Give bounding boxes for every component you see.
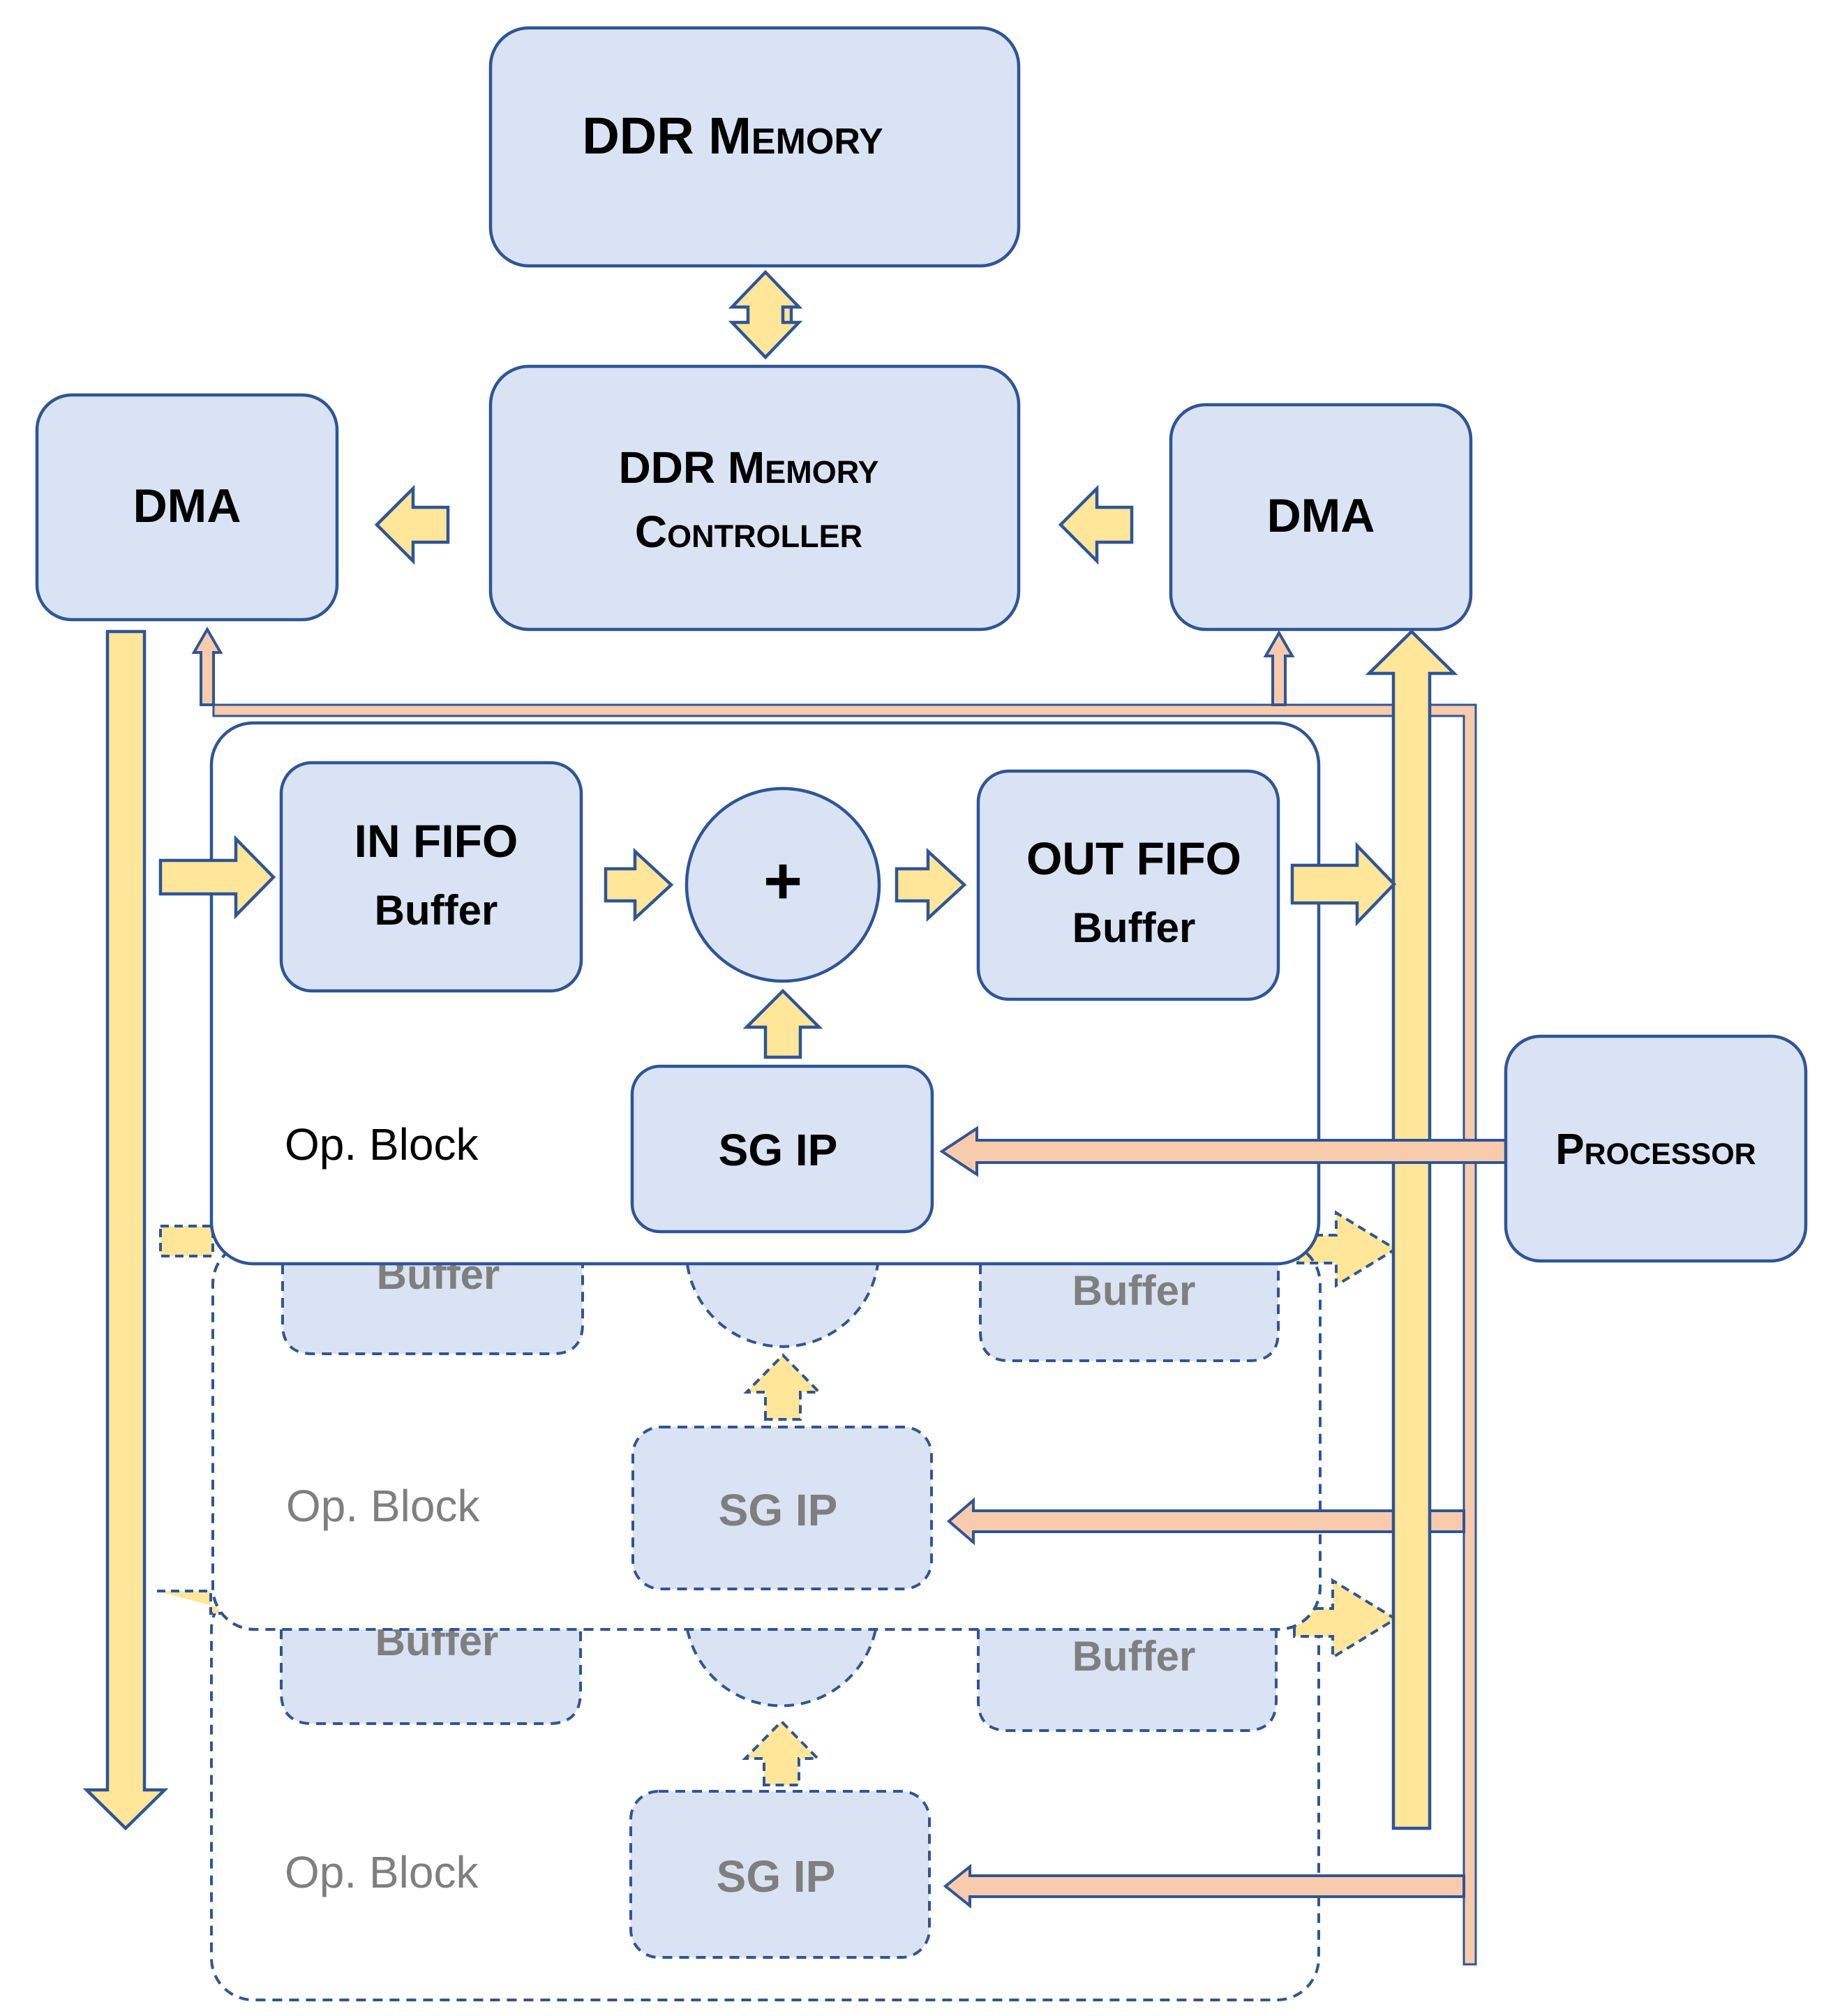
op-block-2-sg-ip-label: SG IP — [719, 1485, 838, 1535]
control-to-dma-left — [191, 626, 223, 706]
control-bus-top — [201, 703, 1477, 1966]
op-block-1-sg-ip-label: SG IP — [719, 1125, 838, 1175]
op-block-3-out-fifo-label: Buffer — [1072, 1633, 1196, 1680]
op-block-1-in-fifo — [279, 761, 583, 993]
op-block-3-sg-ip-label: SG IP — [717, 1851, 836, 1902]
ddr-controller-line1: DDR Memory — [618, 442, 878, 493]
op-block-1-sg-ip — [630, 1064, 934, 1234]
op-block-1-out-fifo-line1: OUT FIFO — [1026, 832, 1241, 884]
op-block-3-sg-to-adder-arrow — [742, 1719, 821, 1786]
op-block-2-adder — [686, 1264, 879, 1348]
op-block-2-out-fifo — [979, 1264, 1280, 1362]
op-block-1-out-fifo-line2: Buffer — [1072, 904, 1196, 951]
op-block-1-input-arrow — [158, 835, 276, 920]
adder-to-out-fifo-arrow — [895, 847, 967, 923]
control-to-sg-ip-3 — [943, 1863, 1465, 1909]
op-block-1-output-arrow — [1290, 842, 1397, 927]
op-block-1: IN FIFO Buffer + OUT FIFO Buffer SG IP O… — [209, 721, 1321, 1266]
op-block-2-input-arrow — [159, 1225, 214, 1257]
dma-right — [1169, 403, 1473, 632]
dma-right-to-controller-arrow — [1058, 484, 1134, 565]
control-to-dma-right — [1263, 629, 1295, 706]
input-bus-arrow — [82, 629, 169, 1831]
ddr-memory-controller — [488, 364, 1021, 632]
op-block-2-in-fifo — [281, 1264, 584, 1355]
op-block-1-out-fifo — [976, 769, 1280, 1001]
op-block-3-sg-ip — [629, 1790, 931, 1959]
op-block-3-out-fifo — [977, 1629, 1278, 1732]
op-block-2-label: Op. Block — [286, 1481, 480, 1531]
op-block-3-label: Op. Block — [285, 1847, 479, 1897]
dma-right-label: DMA — [1267, 489, 1375, 542]
op-block-2-out-fifo-label: Buffer — [1072, 1267, 1196, 1314]
op-block-1-label: Op. Block — [285, 1119, 479, 1170]
memory-bidirectional-arrow — [728, 269, 803, 360]
op-block-1-adder — [684, 786, 881, 983]
op-block-2-sg-to-adder-arrow — [743, 1353, 823, 1421]
output-bus-arrow — [1365, 629, 1458, 1830]
op-block-1-adder-symbol: + — [763, 844, 802, 918]
ddr-controller-line2: Controller — [635, 507, 862, 557]
control-to-sg-ip-2 — [946, 1497, 1465, 1546]
control-bus — [191, 626, 1477, 1966]
op-block-2: Buffer Buffer SG IP Op. Block — [159, 1210, 1398, 1631]
op-block-3: Buffer Buffer SG IP Op. Block — [157, 1578, 1398, 2001]
processor-label: Processor — [1555, 1126, 1756, 1174]
processor — [1504, 1034, 1808, 1263]
controller-to-dma-left-arrow — [374, 484, 450, 565]
op-block-2-sg-ip — [631, 1426, 933, 1590]
op-block-3-in-fifo — [280, 1629, 582, 1725]
processor-to-sg-ip-1 — [939, 1126, 1507, 1177]
op-block-1-in-fifo-line2: Buffer — [375, 887, 498, 934]
op-block-3-adder — [686, 1629, 877, 1708]
dma-left — [35, 393, 339, 622]
dma-left-label: DMA — [133, 479, 241, 532]
in-fifo-to-adder-arrow — [604, 847, 674, 923]
op-block-1-in-fifo-line1: IN FIFO — [354, 815, 518, 867]
ddr-memory-label: DDR Memory — [582, 107, 883, 165]
sg-to-adder-arrow — [742, 988, 823, 1059]
ddr-memory — [488, 26, 1021, 268]
